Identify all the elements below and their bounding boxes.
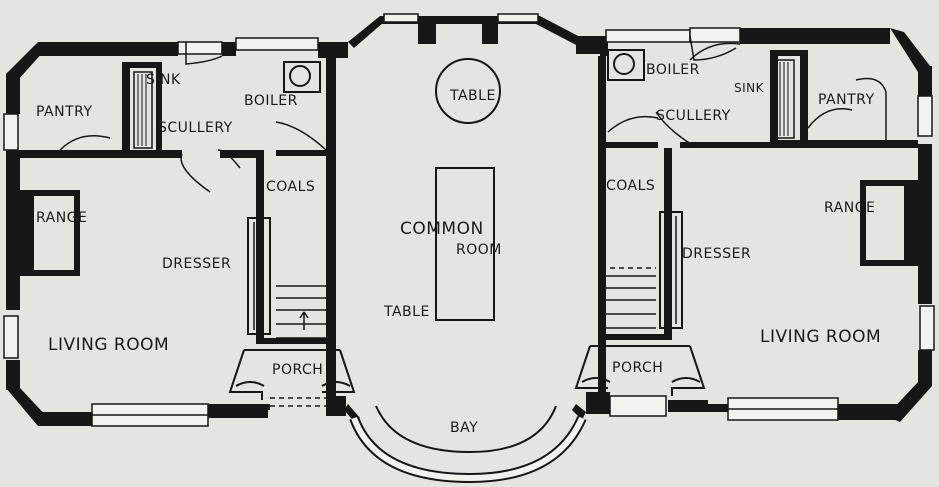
right-wing-windows	[605, 27, 935, 421]
label-porch-right: PORCH	[612, 360, 663, 376]
label-pantry-right: PANTRY	[818, 92, 875, 108]
label-dresser-left: DRESSER	[162, 256, 231, 272]
label-range-left: RANGE	[36, 210, 87, 226]
label-living-room-left: LIVING ROOM	[48, 335, 169, 355]
label-coals-right: COALS	[606, 178, 655, 194]
label-table-mid: TABLE	[383, 304, 430, 320]
label-table-top: TABLE	[449, 88, 496, 104]
label-porch-left: PORCH	[272, 362, 323, 378]
label-bay: BAY	[450, 420, 478, 436]
label-sink-right: SINK	[734, 81, 765, 95]
label-common: COMMON	[400, 219, 484, 239]
left-wing-interior	[20, 42, 356, 416]
right-wing-walls	[600, 28, 932, 422]
label-room: ROOM	[456, 242, 502, 258]
left-wing-windows	[3, 37, 319, 427]
label-scullery-left: SCULLERY	[158, 120, 233, 136]
label-range-right: RANGE	[824, 200, 875, 216]
label-sink-left: SINK	[146, 72, 181, 88]
label-coals-left: COALS	[266, 179, 315, 195]
right-wing-interior	[574, 35, 918, 414]
label-scullery-right: SCULLERY	[656, 108, 731, 124]
label-boiler-right: BOILER	[646, 62, 700, 78]
label-dresser-right: DRESSER	[682, 246, 751, 262]
common-room-furniture	[435, 58, 501, 321]
common-room-windows	[349, 13, 587, 484]
room-labels: PANTRY SINK BOILER SCULLERY RANGE COALS …	[36, 62, 881, 436]
label-living-room-right: LIVING ROOM	[760, 327, 881, 347]
label-boiler-left: BOILER	[244, 93, 298, 109]
left-wing-walls	[6, 42, 348, 426]
label-pantry-left: PANTRY	[36, 104, 93, 120]
